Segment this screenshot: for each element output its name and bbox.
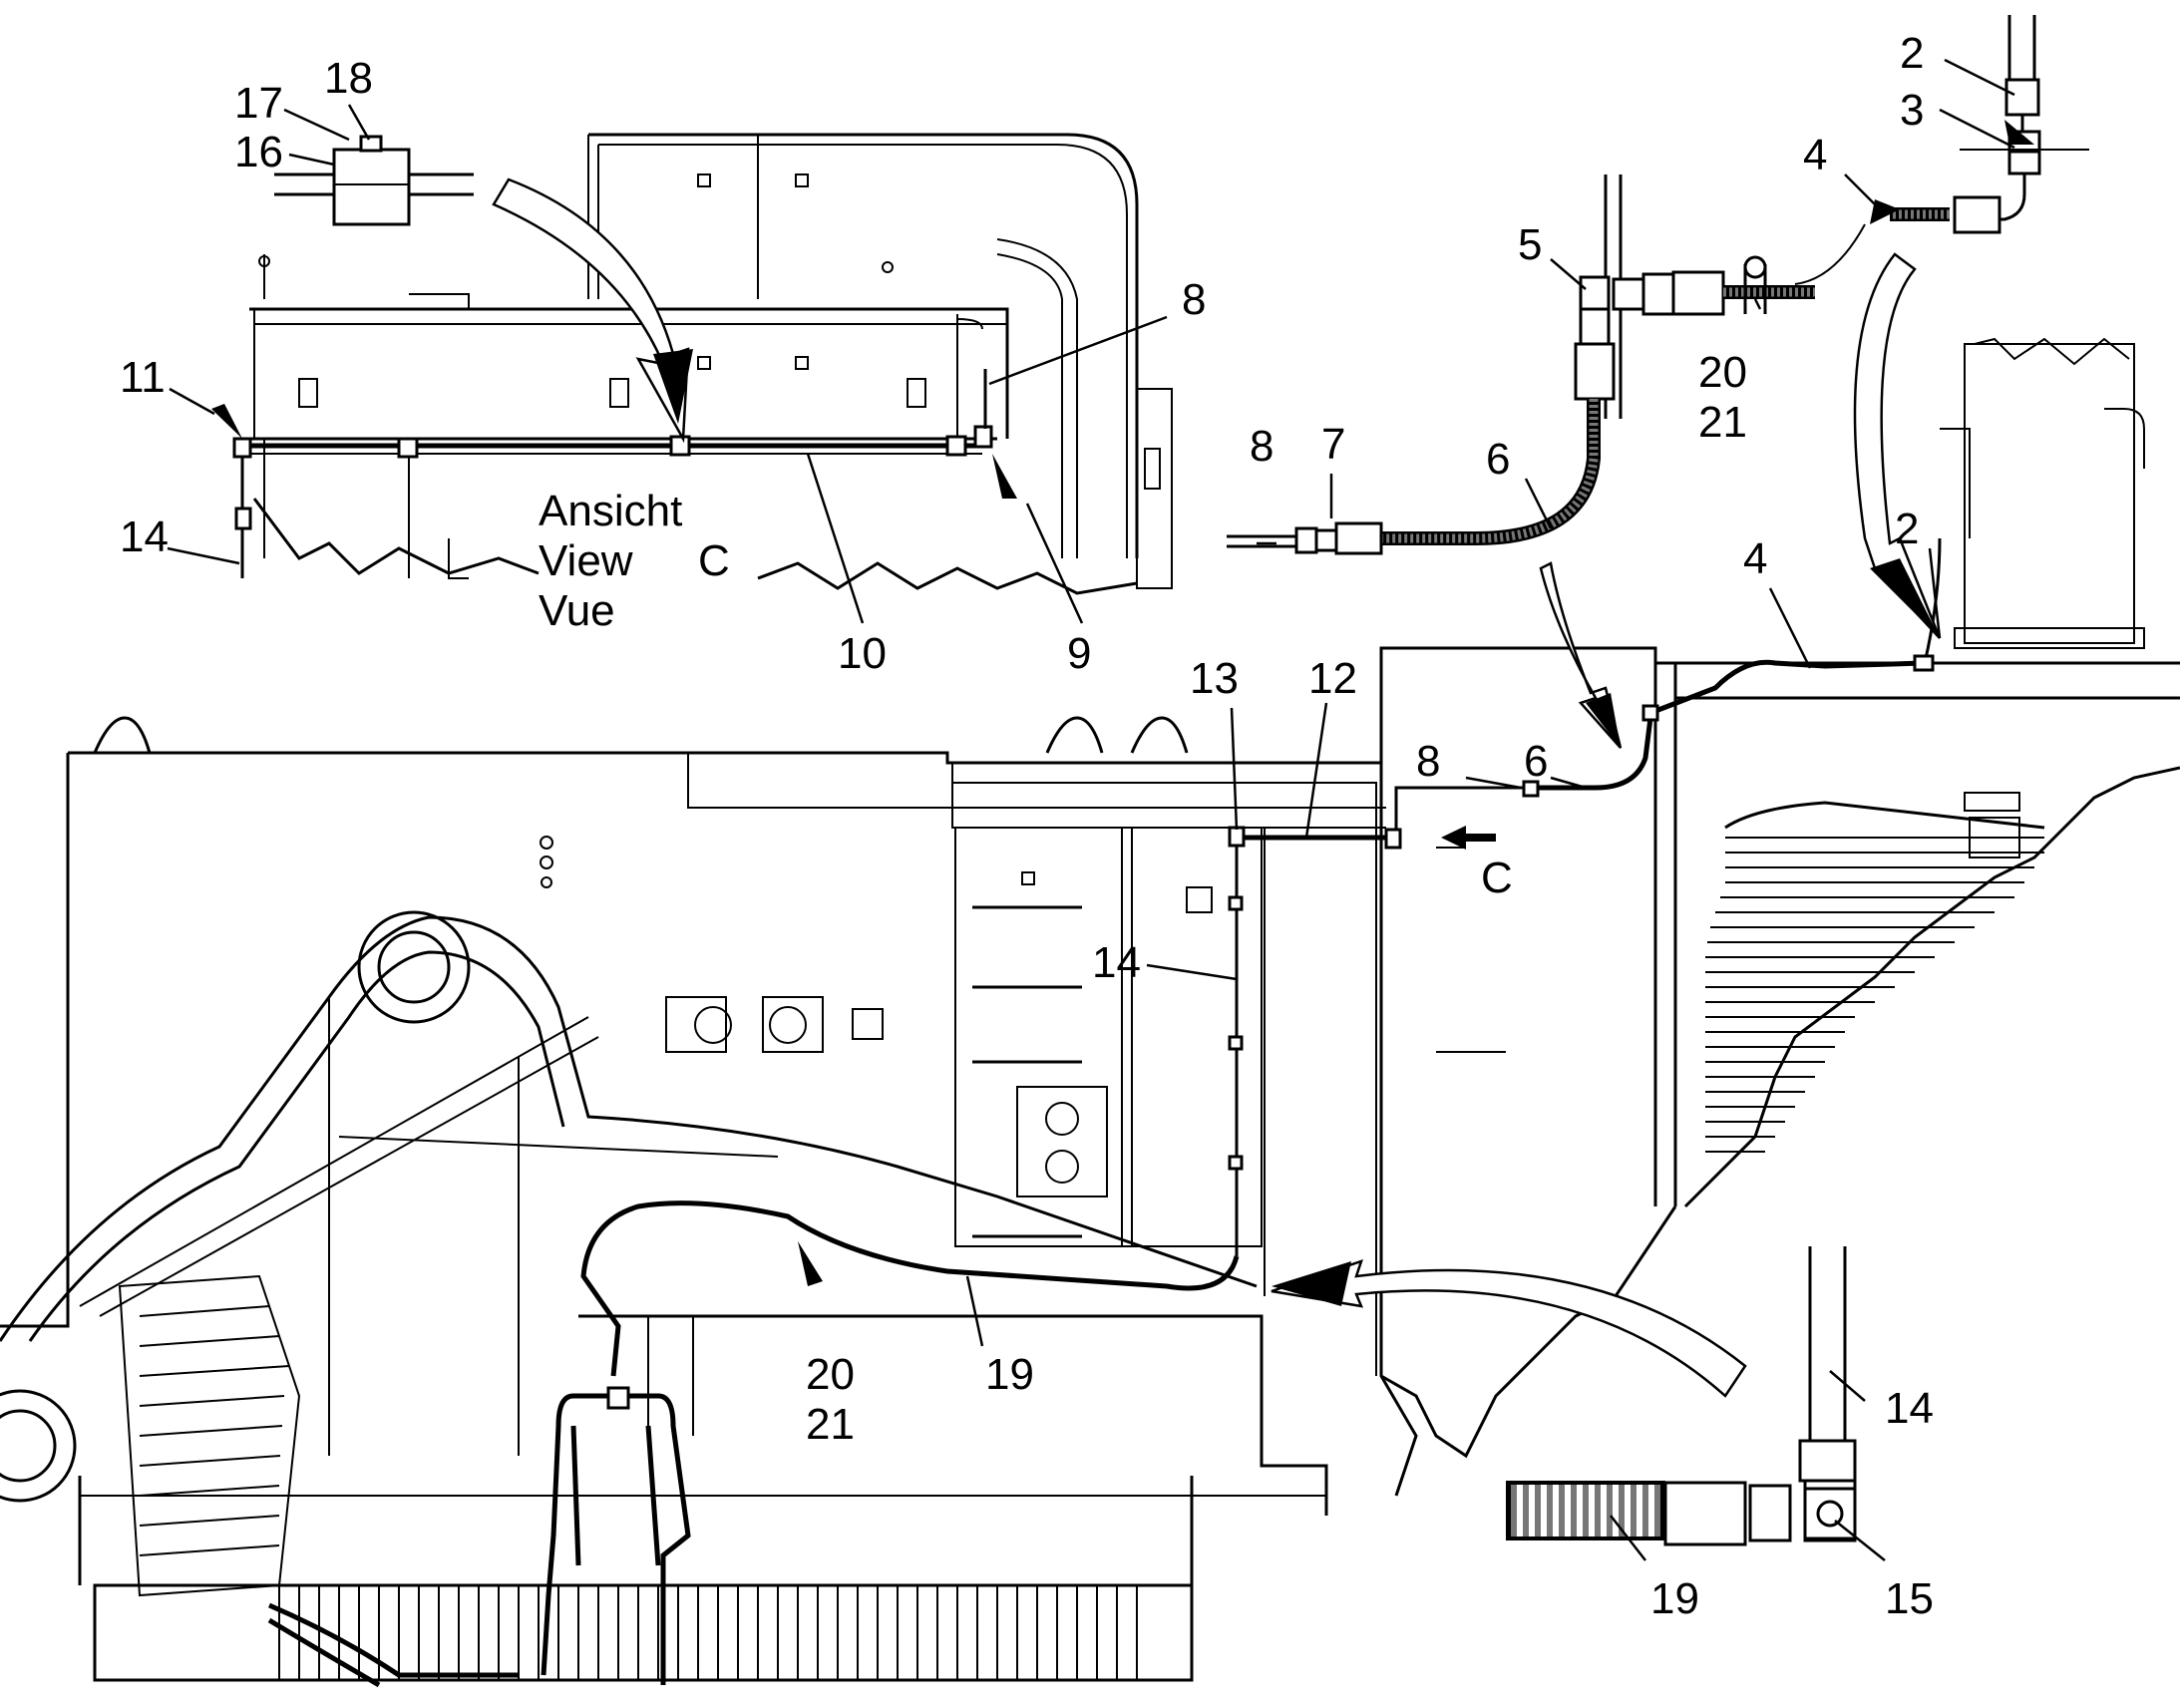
- view-label-ansicht: Ansicht: [539, 487, 682, 535]
- callout-14c: 14: [1885, 1384, 1934, 1433]
- section-marker: C: [1481, 854, 1513, 902]
- filled-arrow-icon: [798, 1241, 823, 1286]
- filled-arrow-icon: [1870, 199, 1900, 224]
- callout-8: 8: [1250, 422, 1273, 471]
- view-c-arrow: [1441, 826, 1496, 850]
- base-hatching: [278, 1585, 1138, 1680]
- filled-arrow-icon: [653, 349, 693, 424]
- detail-view-c: [232, 133, 1173, 595]
- hose-route-main: [267, 537, 1942, 1688]
- callout-2b: 2: [1895, 505, 1919, 553]
- machine-frame: [0, 646, 2180, 1682]
- callout-3: 3: [1900, 86, 1924, 135]
- detail-elbow: [1506, 1246, 1857, 1546]
- right-section: [1380, 337, 2180, 1459]
- callout-10: 10: [838, 629, 887, 678]
- callout-6: 6: [1486, 435, 1510, 484]
- filled-arrow-icon: [211, 404, 242, 439]
- detail-bulkhead: [1227, 174, 1815, 555]
- leader-lines: [167, 58, 2015, 1561]
- callout-18: 18: [324, 54, 373, 103]
- callout-17: 17: [234, 79, 283, 128]
- callout-4: 4: [1803, 131, 1827, 179]
- callout-11: 11: [120, 353, 166, 402]
- callout-13: 13: [1190, 654, 1239, 703]
- callout-21b: 21: [806, 1400, 855, 1449]
- callout-20: 20: [1698, 348, 1747, 397]
- callout-8c: 8: [1416, 737, 1440, 786]
- view-label: Ansicht View Vue C: [539, 487, 730, 635]
- callout-14: 14: [120, 512, 169, 561]
- callout-5: 5: [1518, 220, 1542, 269]
- callout-20b: 20: [806, 1350, 855, 1399]
- callout-19b: 19: [1650, 1574, 1699, 1623]
- callout-labels: 2 3 4 5 20 21 8 7 6 2 4 18 17 16 8 11 14…: [120, 29, 1934, 1623]
- callout-7: 7: [1321, 420, 1345, 469]
- callout-4b: 4: [1743, 534, 1767, 583]
- detail-clamp: [274, 135, 474, 226]
- callout-19: 19: [985, 1350, 1034, 1399]
- filled-arrow-icon: [1870, 558, 1940, 638]
- callout-2: 2: [1900, 29, 1924, 78]
- callout-15: 15: [1885, 1574, 1934, 1623]
- callout-21: 21: [1698, 398, 1747, 447]
- callout-6b: 6: [1524, 737, 1548, 786]
- callout-12: 12: [1308, 654, 1357, 703]
- filled-arrow-icon: [2004, 120, 2034, 145]
- radiator-fins: [1705, 801, 2045, 1153]
- view-label-view: View: [539, 536, 633, 585]
- view-label-vue: Vue: [539, 586, 615, 635]
- filled-arrow-icon: [1586, 693, 1621, 748]
- callout-16: 16: [234, 128, 283, 176]
- filled-arrow-icon: [1272, 1261, 1351, 1306]
- detail-fitting-top: [1794, 15, 2089, 285]
- callout-14b: 14: [1092, 938, 1141, 987]
- callout-8b: 8: [1182, 275, 1206, 324]
- callout-9: 9: [1067, 629, 1091, 678]
- view-label-letter: C: [698, 536, 730, 585]
- filled-arrow-icon: [992, 454, 1017, 499]
